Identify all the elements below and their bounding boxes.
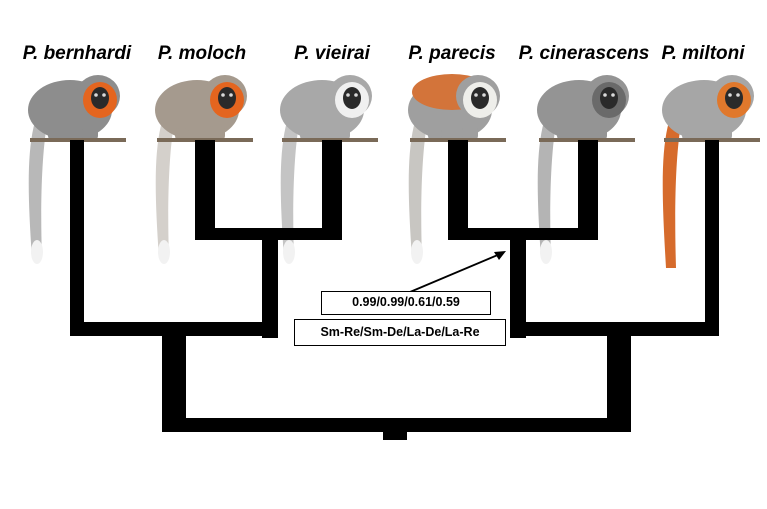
monkey-eye [229,93,233,97]
tail-tip [158,240,170,264]
branch-east-stem [607,322,631,430]
species-label-bernhardi: P. bernhardi [23,40,131,68]
monkey-face [600,87,618,109]
species-label-parecis: P. parecis [408,40,495,68]
tail-tip [411,240,423,264]
species-label-vieirai: P. vieirai [294,40,370,68]
monkey-eye [102,93,106,97]
monkey-face [218,87,236,109]
species-label-moloch: P. moloch [158,40,246,68]
branch-parecis [448,140,468,240]
model-names-box: Sm-Re/Sm-De/La-De/La-Re [294,319,506,346]
tail-tip [540,240,552,264]
support-values-box: 0.99/0.99/0.61/0.59 [321,291,491,315]
monkey-leg [209,126,225,140]
branch-west-stem [162,322,186,430]
monkey-face [471,87,489,109]
branch-moloch [195,140,215,240]
species-label-cinerascens: P. cinerascens [519,40,650,68]
branch-bernhardi [70,140,84,330]
monkey-face [725,87,743,109]
monkey-eye [354,93,358,97]
monkey-leg [462,126,478,140]
monkey-leg [716,126,732,140]
tail-tip [283,240,295,264]
branch-cinerascens [578,140,598,240]
monkey-face [91,87,109,109]
monkey-illustrations [28,74,760,268]
branch-vieirai [322,140,342,240]
monkey-leg [334,126,350,140]
branch-root-stub [383,424,407,440]
monkey-eye [474,93,478,97]
monkey-eye [603,93,607,97]
monkey-eye [94,93,98,97]
monkey-leg [591,126,607,140]
arrow-line [410,254,500,292]
monkey-eye [728,93,732,97]
tail-tip [31,240,43,264]
species-label-miltoni: P. miltoni [661,40,744,68]
branch-moloch-vieirai-stem [262,228,278,338]
monkey-leg [82,126,98,140]
monkey-eye [482,93,486,97]
monkey-face [343,87,361,109]
monkey-eye [611,93,615,97]
monkey-eye [346,93,350,97]
support-arrow [410,251,506,292]
monkey-eye [221,93,225,97]
branch-parecis-cinerascens-stem [510,228,526,338]
branch-miltoni [705,140,719,336]
monkey-eye [736,93,740,97]
